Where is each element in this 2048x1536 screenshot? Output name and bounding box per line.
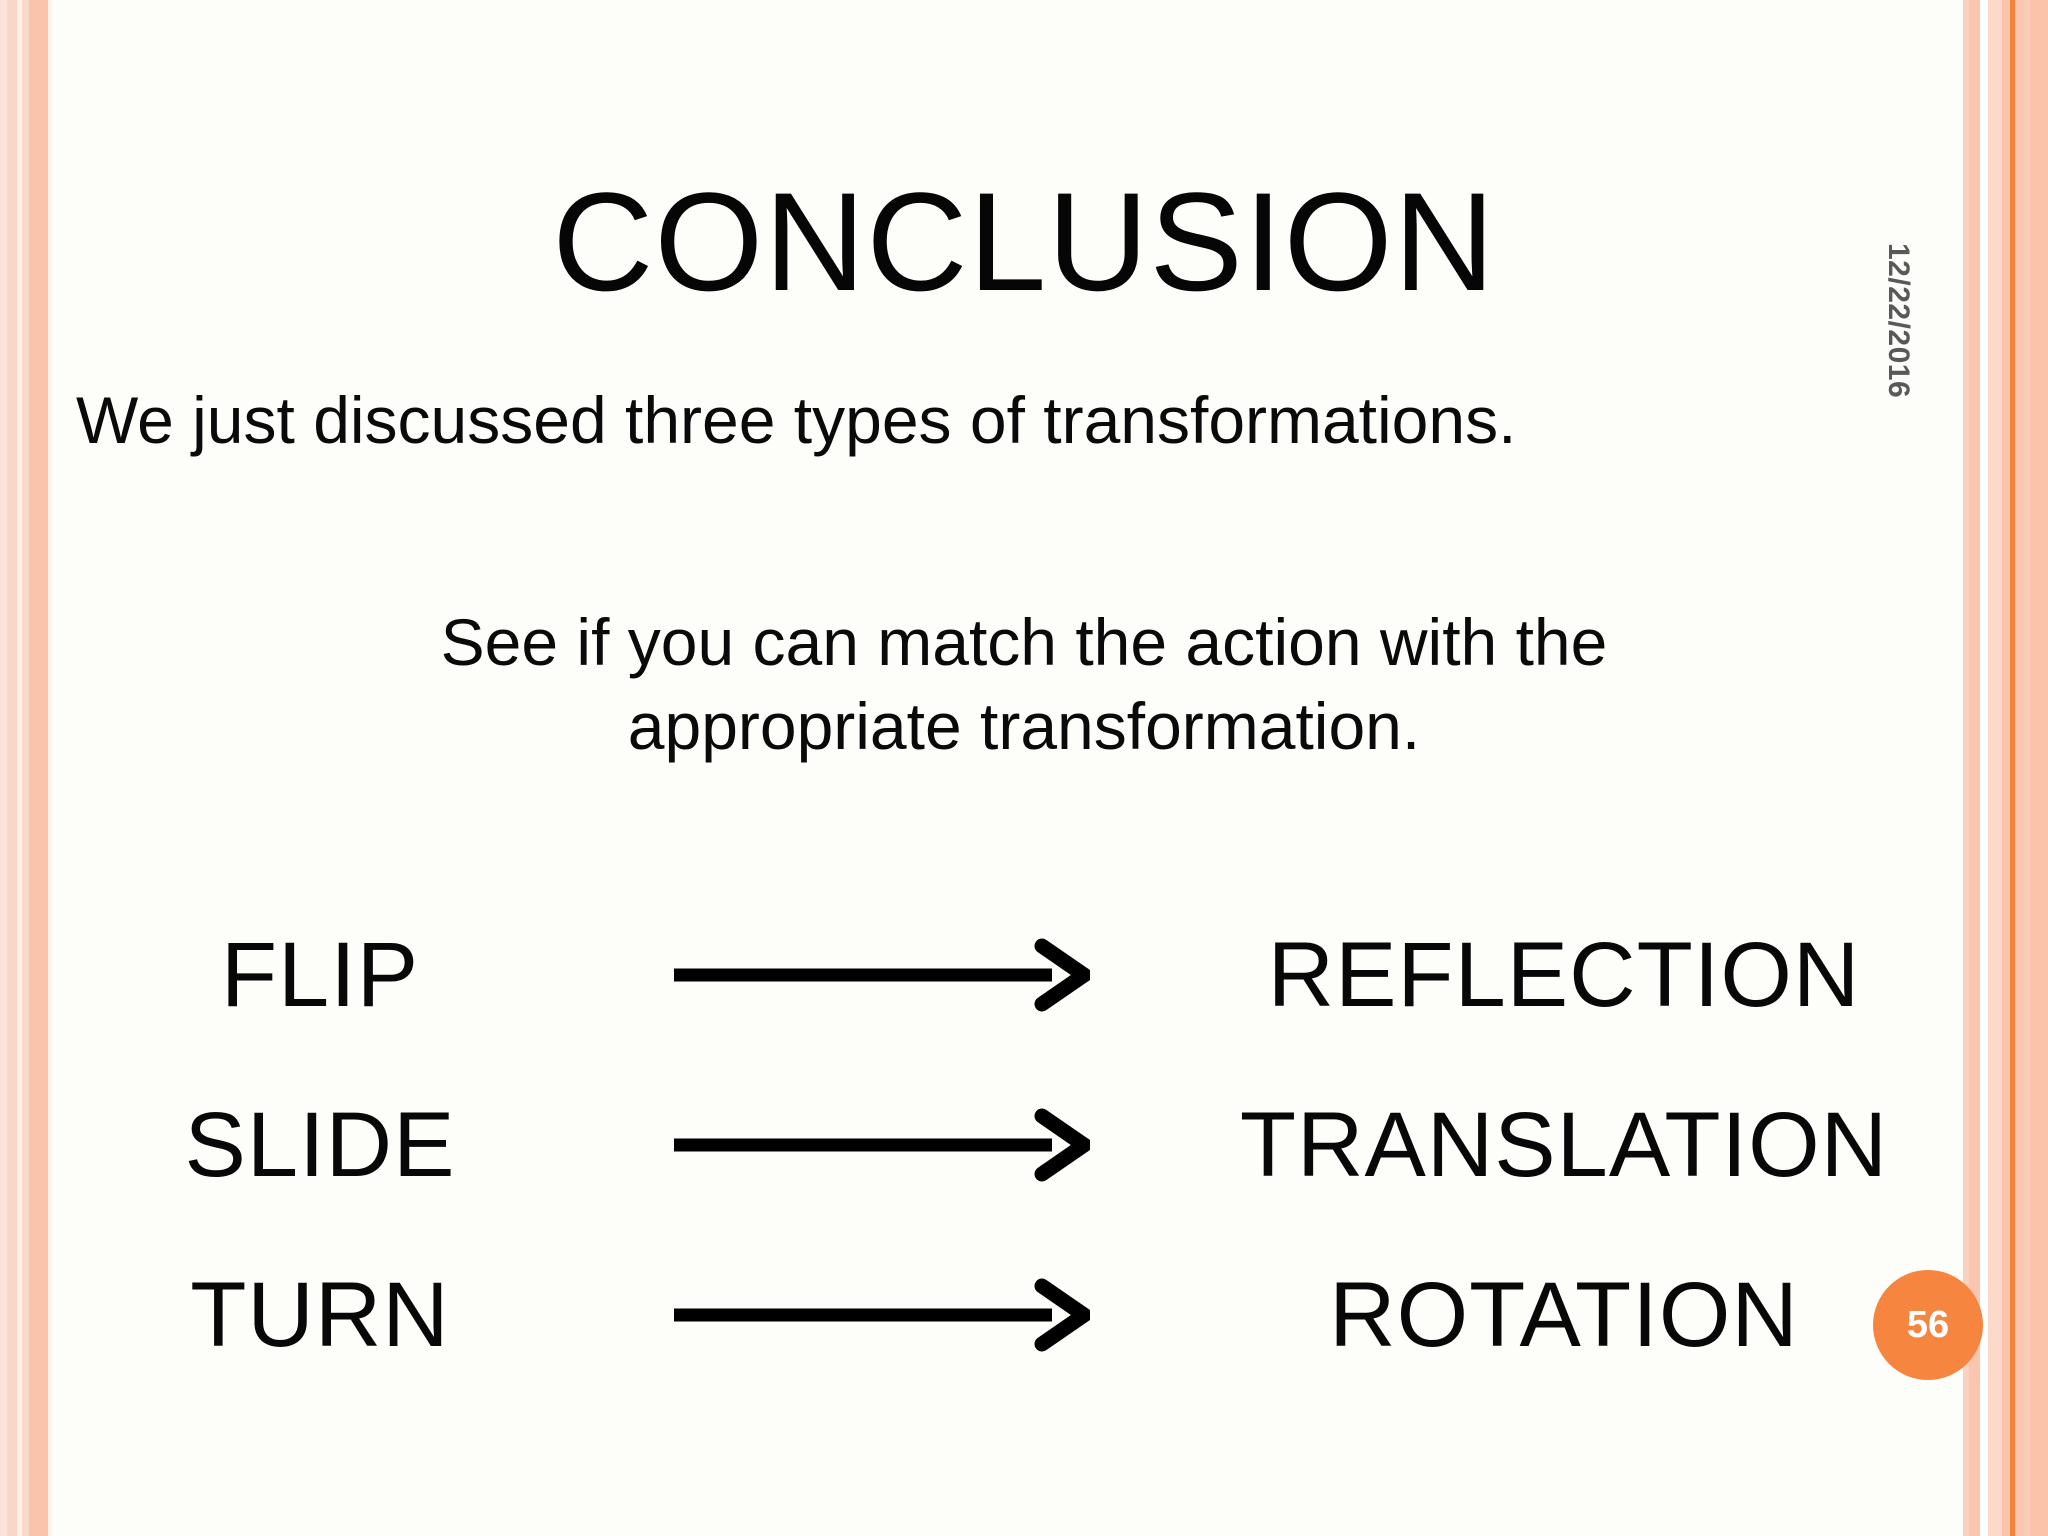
match-action-term: FLIP (220, 924, 420, 1026)
decorative-stripe (17, 0, 22, 1536)
decorative-stripe (48, 0, 52, 1536)
decorative-stripe (1963, 0, 1969, 1536)
right-arrow-icon (674, 1278, 1090, 1352)
match-row: TURN ROTATION (0, 1235, 2048, 1395)
decorative-stripe (1980, 0, 1988, 1536)
right-arrow-icon (674, 1108, 1090, 1182)
match-action-term: SLIDE (184, 1094, 456, 1196)
body-paragraph-2-line-2: appropriate transformation. (627, 689, 1421, 764)
page-number-label: 56 (1906, 1303, 1950, 1346)
page-number-badge: 56 (1873, 1270, 1983, 1380)
decorative-stripe (1969, 0, 1980, 1536)
match-arrow-cell (640, 1270, 1120, 1360)
match-row: FLIP REFLECTION (0, 895, 2048, 1055)
body-paragraph-1: We just discussed three types of transfo… (76, 383, 1517, 457)
decorative-stripe (7, 0, 17, 1536)
match-transformation-term: TRANSLATION (1239, 1094, 1889, 1196)
right-arrow-icon (674, 938, 1090, 1012)
decorative-stripe (29, 0, 48, 1536)
page-title: CONCLUSION (552, 162, 1496, 320)
match-arrow-cell (640, 1100, 1120, 1190)
match-action-term: TURN (190, 1264, 450, 1366)
decorative-stripe (2015, 0, 2024, 1536)
match-transformation-term: ROTATION (1329, 1264, 1799, 1366)
match-transformation-term: REFLECTION (1267, 924, 1861, 1026)
decorative-stripe (2030, 0, 2048, 1536)
decorative-stripe (2024, 0, 2030, 1536)
match-row: SLIDE TRANSLATION (0, 1065, 2048, 1225)
decorative-stripe (2010, 0, 2015, 1536)
decorative-stripe (0, 0, 7, 1536)
body-paragraph-2-line-1: See if you can match the action with the (440, 605, 1608, 679)
decorative-stripe (22, 0, 29, 1536)
match-arrow-cell (640, 930, 1120, 1020)
decorative-stripe (1988, 0, 2002, 1536)
body-paragraph-2: See if you can match the action with the… (0, 600, 2048, 769)
decorative-stripe (2002, 0, 2010, 1536)
